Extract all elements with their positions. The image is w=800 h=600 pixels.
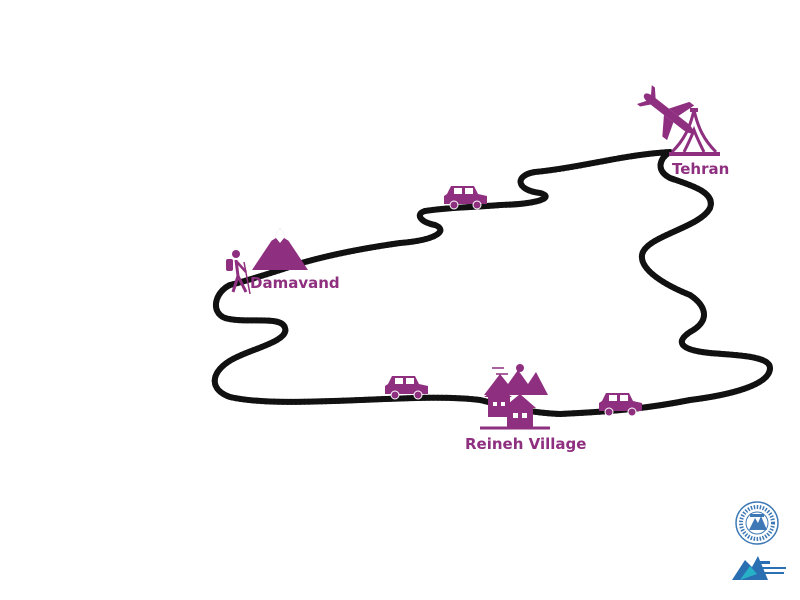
tehran-marker[interactable]: Tehran (631, 77, 729, 178)
village-houses-icon (480, 367, 550, 430)
hiker-icon (226, 250, 251, 295)
reineh-label: Reineh Village (465, 435, 586, 453)
jeep-icon (385, 376, 428, 400)
damavand-label: Damavand (250, 274, 340, 292)
federation-seal-icon (735, 501, 779, 545)
airplane-icon (636, 85, 695, 141)
tehran-label: Tehran (672, 160, 729, 178)
iran-mountain-guide-logo (732, 556, 786, 580)
reineh-marker[interactable]: Reineh Village (465, 364, 586, 453)
jeep-icon (444, 186, 487, 210)
azadi-tower-icon (669, 108, 720, 156)
sun-icon (516, 364, 524, 372)
route-line (215, 149, 770, 417)
damavand-marker[interactable]: Damavand (226, 228, 340, 295)
jeep-icon (599, 393, 642, 417)
mountain-icon (252, 228, 308, 270)
